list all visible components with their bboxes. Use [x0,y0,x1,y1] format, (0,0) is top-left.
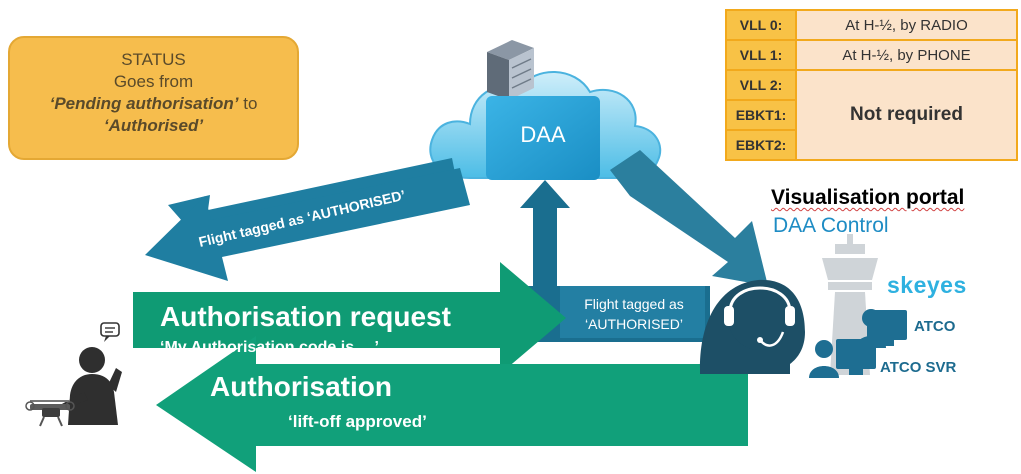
vll1-code: VLL 1: [725,39,797,71]
authorisation-sub: ‘lift-off approved’ [288,412,427,431]
vll2-code: VLL 2: [725,69,797,101]
table-row: EBKT1: [725,99,1017,131]
table-row: VLL 2: Not required [725,69,1018,161]
atco-svr-label: ATCO SVR [880,359,957,376]
server-icon [487,40,534,100]
table-row: EBKT2: [725,129,1017,161]
ebkt2-code: EBKT2: [725,129,797,161]
table-row: VLL 1: At H-½, by PHONE [725,39,1018,71]
vll0-code: VLL 0: [725,9,797,41]
status-title: STATUS [121,50,186,69]
flight-tagged-center-text-1: Flight tagged as [584,296,684,312]
flight-tagged-center-text-2: ‘AUTHORISED’ [585,316,683,332]
drone-pilot-icon [25,322,122,427]
skeyes-logo: skeyes [887,272,967,298]
authorisation-arrow [156,336,748,472]
authorisation-request-sub: ‘My Authorisation code is …’ [160,339,379,356]
status-line3: ‘Pending authorisation’ to [10,93,297,115]
not-required-desc: Not required [795,69,1018,161]
status-goes-from: Goes from [113,72,194,91]
portal-title: Visualisation portal [771,186,965,209]
table-row: VLL 0: At H-½, by RADIO [725,9,1018,41]
authorisation-title: Authorisation [210,371,392,402]
ebkt1-code: EBKT1: [725,99,797,131]
return-loop-arrow [520,180,710,342]
status-authorised-text: ‘Authorised’ [103,116,204,135]
authorisation-request-arrow [133,262,566,374]
visualisation-arrow [610,150,768,286]
authorisation-request-title: Authorisation request [160,301,451,332]
status-box: STATUS Goes from ‘Pending authorisation’… [8,36,299,160]
daa-label: DAA [520,122,566,147]
portal-subtitle: DAA Control [773,214,889,237]
workstation-icon [809,309,907,378]
flight-tagged-left-arrow-body [145,168,470,281]
status-pending-text: ‘Pending authorisation’ [49,94,239,113]
status-to-text: to [238,94,258,113]
vll0-desc: At H-½, by RADIO [795,9,1018,41]
vll1-desc: At H-½, by PHONE [795,39,1018,71]
atco-label: ATCO [914,318,956,335]
vll-table: VLL 0: At H-½, by RADIO VLL 1: At H-½, b… [725,9,1018,161]
daa-box [486,96,600,180]
atc-operator-headset-icon [700,279,805,374]
